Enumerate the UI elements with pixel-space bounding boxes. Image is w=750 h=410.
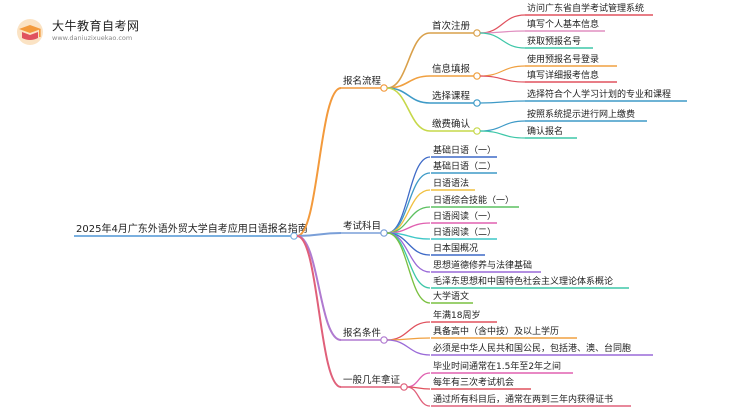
site-logo[interactable]: 大牛教育自考网 www.daniuzixuekao.com <box>12 14 172 48</box>
branch-3-item-0: 毕业时间通常在1.5年至2年之间 <box>433 360 561 372</box>
branch-1-item-2: 日语语法 <box>433 177 469 189</box>
connector-line <box>296 235 342 388</box>
step-2-item-0: 选择符合个人学习计划的专业和课程 <box>527 88 671 100</box>
connector-line <box>296 235 342 341</box>
node-connector-dot <box>473 127 481 135</box>
branch-2-item-1: 具备高中（含中技）及以上学历 <box>433 325 559 337</box>
connector-line <box>296 232 342 237</box>
node-connector-dot <box>400 383 408 391</box>
logo-url: www.daniuzixuekao.com <box>52 34 133 42</box>
step-0: 首次注册 <box>432 20 471 32</box>
branch-2-item-0: 年满18周岁 <box>433 309 480 321</box>
branch-3-item-2: 通过所有科目后，通常在两到三年内获得证书 <box>433 393 613 405</box>
connector-line <box>406 372 431 388</box>
connector-line <box>386 321 431 341</box>
open-book-logo-icon <box>17 19 43 45</box>
step-0-item-0: 访问广东省自学考试管理系统 <box>527 2 644 14</box>
step-0-item-1: 填写个人基本信息 <box>527 18 599 30</box>
branch-1: 考试科目 <box>343 220 381 232</box>
logo-title: 大牛教育自考网 <box>52 19 140 33</box>
node-connector-dot <box>473 72 481 80</box>
connector-line <box>386 339 431 356</box>
connector-line <box>386 87 431 132</box>
node-connector-dot <box>473 29 481 37</box>
connector-line <box>386 156 431 234</box>
connector-line <box>479 14 526 34</box>
connector-line <box>479 75 526 83</box>
branch-1-item-8: 毛泽东思想和中国特色社会主义理论体系概论 <box>433 275 613 287</box>
node-connector-dot <box>473 99 481 107</box>
step-1-item-0: 使用预报名号登录 <box>527 53 599 65</box>
branch-1-item-9: 大学语文 <box>433 290 469 302</box>
branch-1-item-6: 日本国概况 <box>433 242 478 254</box>
branch-2: 报名条件 <box>343 327 382 339</box>
step-1-item-1: 填写详细报考信息 <box>527 69 599 81</box>
connector-line <box>479 120 526 132</box>
branch-2-item-2: 必须是中华人民共和国公民，包括港、澳、台同胞 <box>433 342 631 354</box>
step-1: 信息填报 <box>432 63 471 75</box>
connector-line <box>479 65 526 77</box>
connector-line <box>386 232 431 304</box>
connector-line <box>386 232 431 289</box>
connector-line <box>406 386 431 407</box>
connector-line <box>479 100 526 104</box>
step-0-item-2: 获取预报名号 <box>527 35 581 47</box>
connector-line <box>479 32 526 49</box>
step-3: 缴费确认 <box>432 118 471 130</box>
branch-3-item-1: 每年有三次考试机会 <box>433 376 514 388</box>
branch-1-item-0: 基础日语（一） <box>433 144 496 156</box>
node-connector-dot <box>290 232 298 240</box>
connector-line <box>296 87 342 237</box>
connector-line <box>386 32 431 89</box>
step-3-item-0: 按照系统提示进行网上缴费 <box>527 108 635 120</box>
node-connector-dot <box>380 229 388 237</box>
branch-3: 一般几年拿证 <box>343 374 401 386</box>
node-connector-dot <box>380 336 388 344</box>
branch-1-item-1: 基础日语（二） <box>433 160 496 172</box>
branch-1-item-5: 日语阅读（二） <box>433 226 496 238</box>
branch-0: 报名流程 <box>343 75 382 87</box>
branch-1-item-4: 日语阅读（一） <box>433 210 496 222</box>
branch-1-item-3: 日语综合技能（一） <box>433 194 514 206</box>
step-3-item-1: 确认报名 <box>527 125 563 137</box>
root-node: 2025年4月广东外语外贸大学自考应用日语报名指南 <box>76 222 308 235</box>
node-connector-dot <box>380 84 388 92</box>
step-2: 选择课程 <box>432 90 471 102</box>
connector-line <box>479 130 526 139</box>
branch-1-item-7: 思想道德修养与法律基础 <box>433 259 532 271</box>
